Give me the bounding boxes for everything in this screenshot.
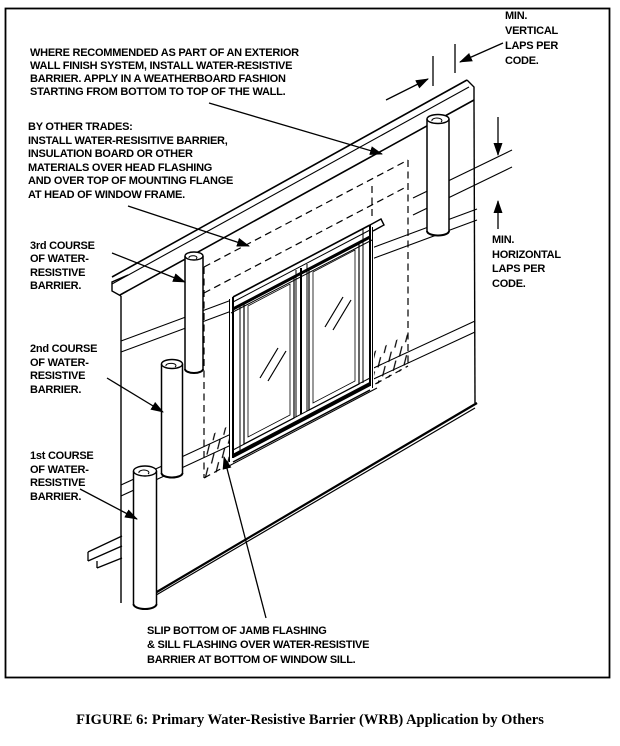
figure-border [4,7,611,679]
window-pane-right-glass [312,249,356,404]
wrb-roll-course2 [160,358,184,479]
other-trades-line-2: INSTALL WATER-RESISITIVE BARRIER, [28,135,228,147]
glass-reflection-marks [259,296,352,382]
head-flashing-dashed-bottom [203,185,409,294]
course1-line-3: RESISTIVE [30,477,85,489]
other-trades-line-1: BY OTHER TRADES: [28,121,133,133]
horizontal-laps-line-4: CODE. [492,278,526,290]
horizontal-laps-line-1: MIN. [492,234,514,246]
horizontal-laps-line-3: LAPS PER [492,263,545,275]
sill-note-line-2: & SILL FLASHING OVER WATER-RESISTIVE [147,639,369,651]
annotation-sill-note: SLIP BOTTOM OF JAMB FLASHING & SILL FLAS… [147,625,369,666]
vertical-laps-line-3: LAPS PER [505,40,558,52]
wall-panel [111,79,478,603]
wrb-roll-course4 [426,113,450,237]
window-sill-bottom [232,389,371,463]
vertical-lap-arrow-right [459,42,504,63]
exterior-note-line-4: STARTING FROM BOTTOM TO TOP OF THE WALL. [30,86,286,98]
leader-course3 [111,252,186,283]
course2-line-4: BARRIER. [30,384,81,396]
leader-course2 [106,377,164,413]
leader-sill-note [222,456,267,619]
course1-line-2: OF WATER- [30,464,89,476]
annotation-course1: 1st COURSE OF WATER- RESISTIVE BARRIER. [30,450,94,503]
wrb-roll-course3 [184,251,204,374]
wall-top-band-bottom [119,99,475,296]
course3-line-2: OF WATER- [30,253,89,265]
wrb-rolls [132,113,450,610]
wall-top-left-cap [111,274,129,297]
vertical-lap-arrow-left [385,78,429,101]
annotation-other-trades-note: BY OTHER TRADES: INSTALL WATER-RESISITIV… [28,121,233,201]
annotation-horizontal-laps: MIN. HORIZONTAL LAPS PER CODE. [492,234,562,290]
mounting-flange-tab [369,218,385,232]
annotation-course3: 3rd COURSE OF WATER- RESISTIVE BARRIER. [30,240,95,292]
window-head-line [232,229,371,303]
course3-line-4: BARRIER. [30,280,81,292]
course1-line-4: BARRIER. [30,491,81,503]
base-ledge [87,535,123,569]
wall-top-edge [111,79,468,278]
vertical-laps-line-1: MIN. [505,10,527,22]
window-pane-left-glass [247,283,291,438]
course2-line-1: 2nd COURSE [30,343,97,355]
window [226,218,385,469]
figure-caption: FIGURE 6: Primary Water-Resistive Barrie… [76,712,544,728]
window-sill-rail [232,382,371,458]
wall-right-edge [473,100,476,404]
annotation-course2: 2nd COURSE OF WATER- RESISTIVE BARRIER. [30,343,97,396]
wrb-roll-course1 [132,465,158,610]
other-trades-line-5: AND OVER TOP OF MOUNTING FLANGE [28,175,233,187]
exterior-note-line-2: WALL FINISH SYSTEM, INSTALL WATER-RESIST… [30,60,292,72]
vertical-laps-line-4: CODE. [505,55,539,67]
course2-line-3: RESISTIVE [30,370,85,382]
wall-top-right-cap [466,79,475,101]
wall-bottom-edge [149,402,478,597]
course2-line-2: OF WATER- [30,357,89,369]
sill-note-line-3: BARRIER AT BOTTOM OF WINDOW SILL. [147,654,356,666]
sill-note-line-1: SLIP BOTTOM OF JAMB FLASHING [147,625,327,637]
other-trades-line-6: AT HEAD OF WINDOW FRAME. [28,189,185,201]
head-flashing-dashed-top [203,159,409,268]
window-sill-flange [226,387,378,468]
dimension-marks [385,42,504,229]
wall-bottom-edge-inner [145,407,476,602]
exterior-note-line-1: WHERE RECOMMENDED AS PART OF AN EXTERIOR [30,47,299,59]
annotation-vertical-laps: MIN. VERTICAL LAPS PER CODE. [505,10,559,67]
annotation-exterior-note: WHERE RECOMMENDED AS PART OF AN EXTERIOR… [30,47,299,98]
course1-line-1: 1st COURSE [30,450,94,462]
horizontal-laps-line-2: HORIZONTAL [492,249,561,261]
leader-course1 [79,488,138,520]
exterior-note-line-3: BARRIER. APPLY IN A WEATHERBOARD FASHION [30,73,286,85]
wall-top-inner-line [111,86,470,285]
course3-line-1: 3rd COURSE [30,240,95,252]
leader-arrows [79,102,383,619]
other-trades-line-3: INSULATION BOARD OR OTHER [28,148,193,160]
window-sill-top [232,377,371,451]
course3-line-3: RESISTIVE [30,267,85,279]
vertical-laps-line-2: VERTICAL [505,25,559,37]
leader-other-trades-note [127,205,250,247]
other-trades-line-4: MATERIALS OVER HEAD FLASHING [28,162,212,174]
leader-exterior-note [208,102,383,155]
window-head-outer [232,224,371,298]
